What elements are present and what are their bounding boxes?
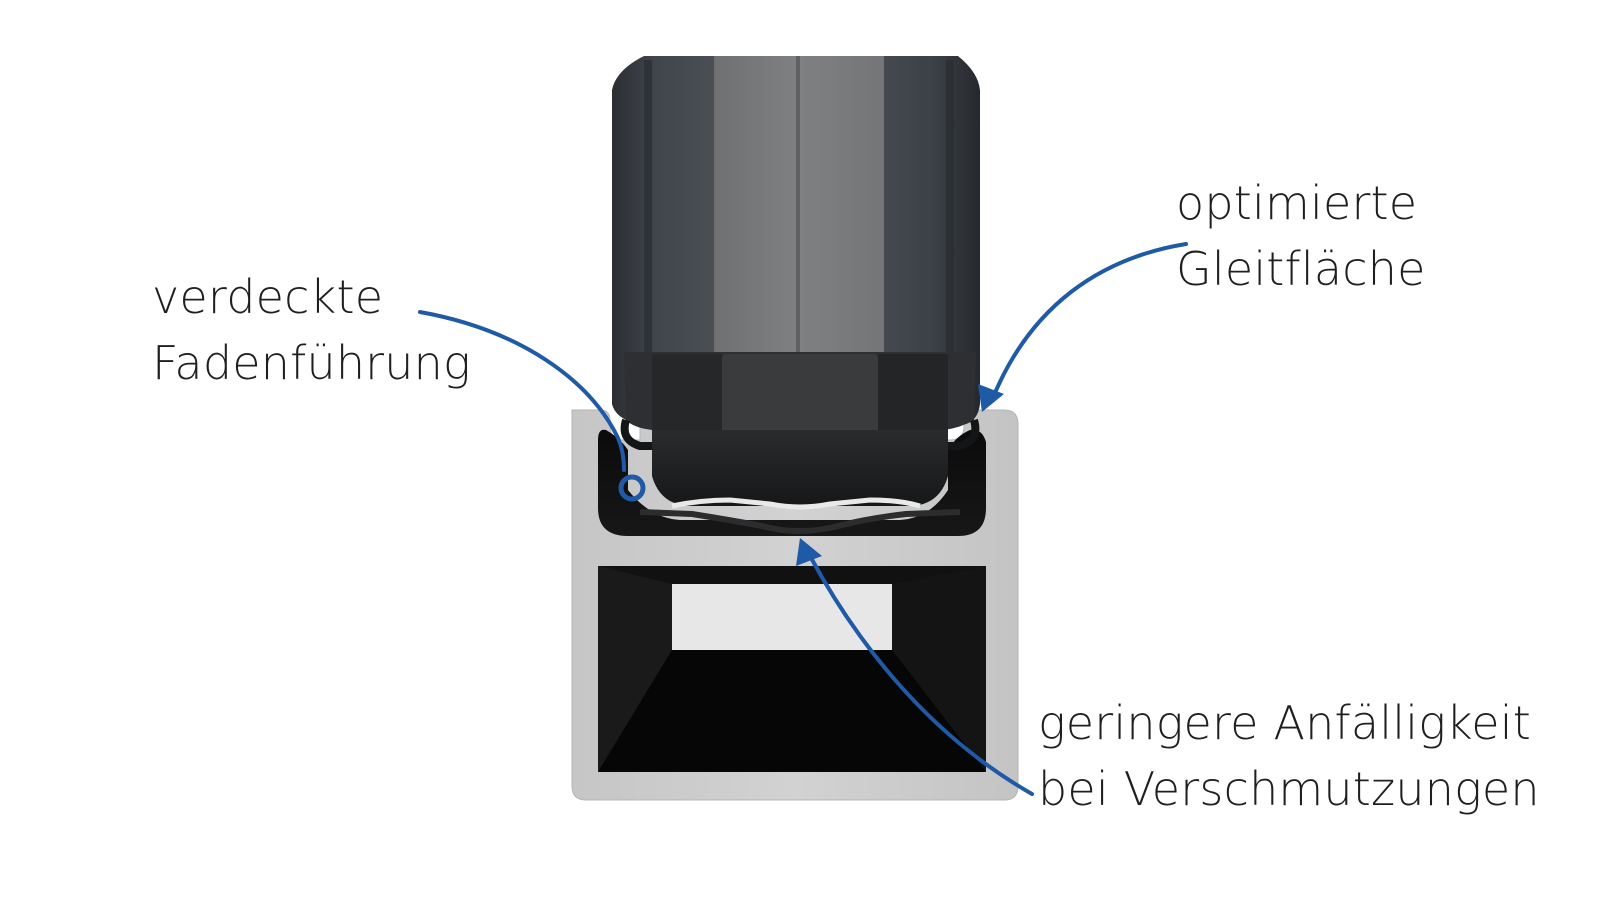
glider-runner <box>612 56 980 534</box>
annotation-dirt-resistance: geringere Anfälligkeit bei Verschmutzung… <box>1038 690 1540 822</box>
glide-surface-arrow-line <box>990 242 1188 402</box>
rail-hollow-chamber <box>598 566 986 772</box>
annotation-line: Fadenführung <box>152 336 471 390</box>
thread-guide-leader-line <box>418 310 626 472</box>
arrow-head-icon <box>796 384 1004 566</box>
annotation-line: optimierte <box>1176 176 1418 230</box>
annotation-line: verdeckte <box>152 270 384 324</box>
annotation-arrows <box>418 242 1188 796</box>
annotation-hidden-thread-guide: verdeckte Fadenführung <box>152 264 471 396</box>
annotation-line: Gleitfläche <box>1176 242 1426 296</box>
aluminium-rail-profile <box>571 409 1019 801</box>
circle-marker-icon <box>618 474 646 502</box>
dirt-resistance-arrow-line <box>808 554 1034 796</box>
annotation-optimized-glide-surface: optimierte Gleitfläche <box>1176 170 1426 302</box>
annotation-line: bei Verschmutzungen <box>1038 762 1540 816</box>
annotation-line: geringere Anfälligkeit <box>1038 696 1531 750</box>
